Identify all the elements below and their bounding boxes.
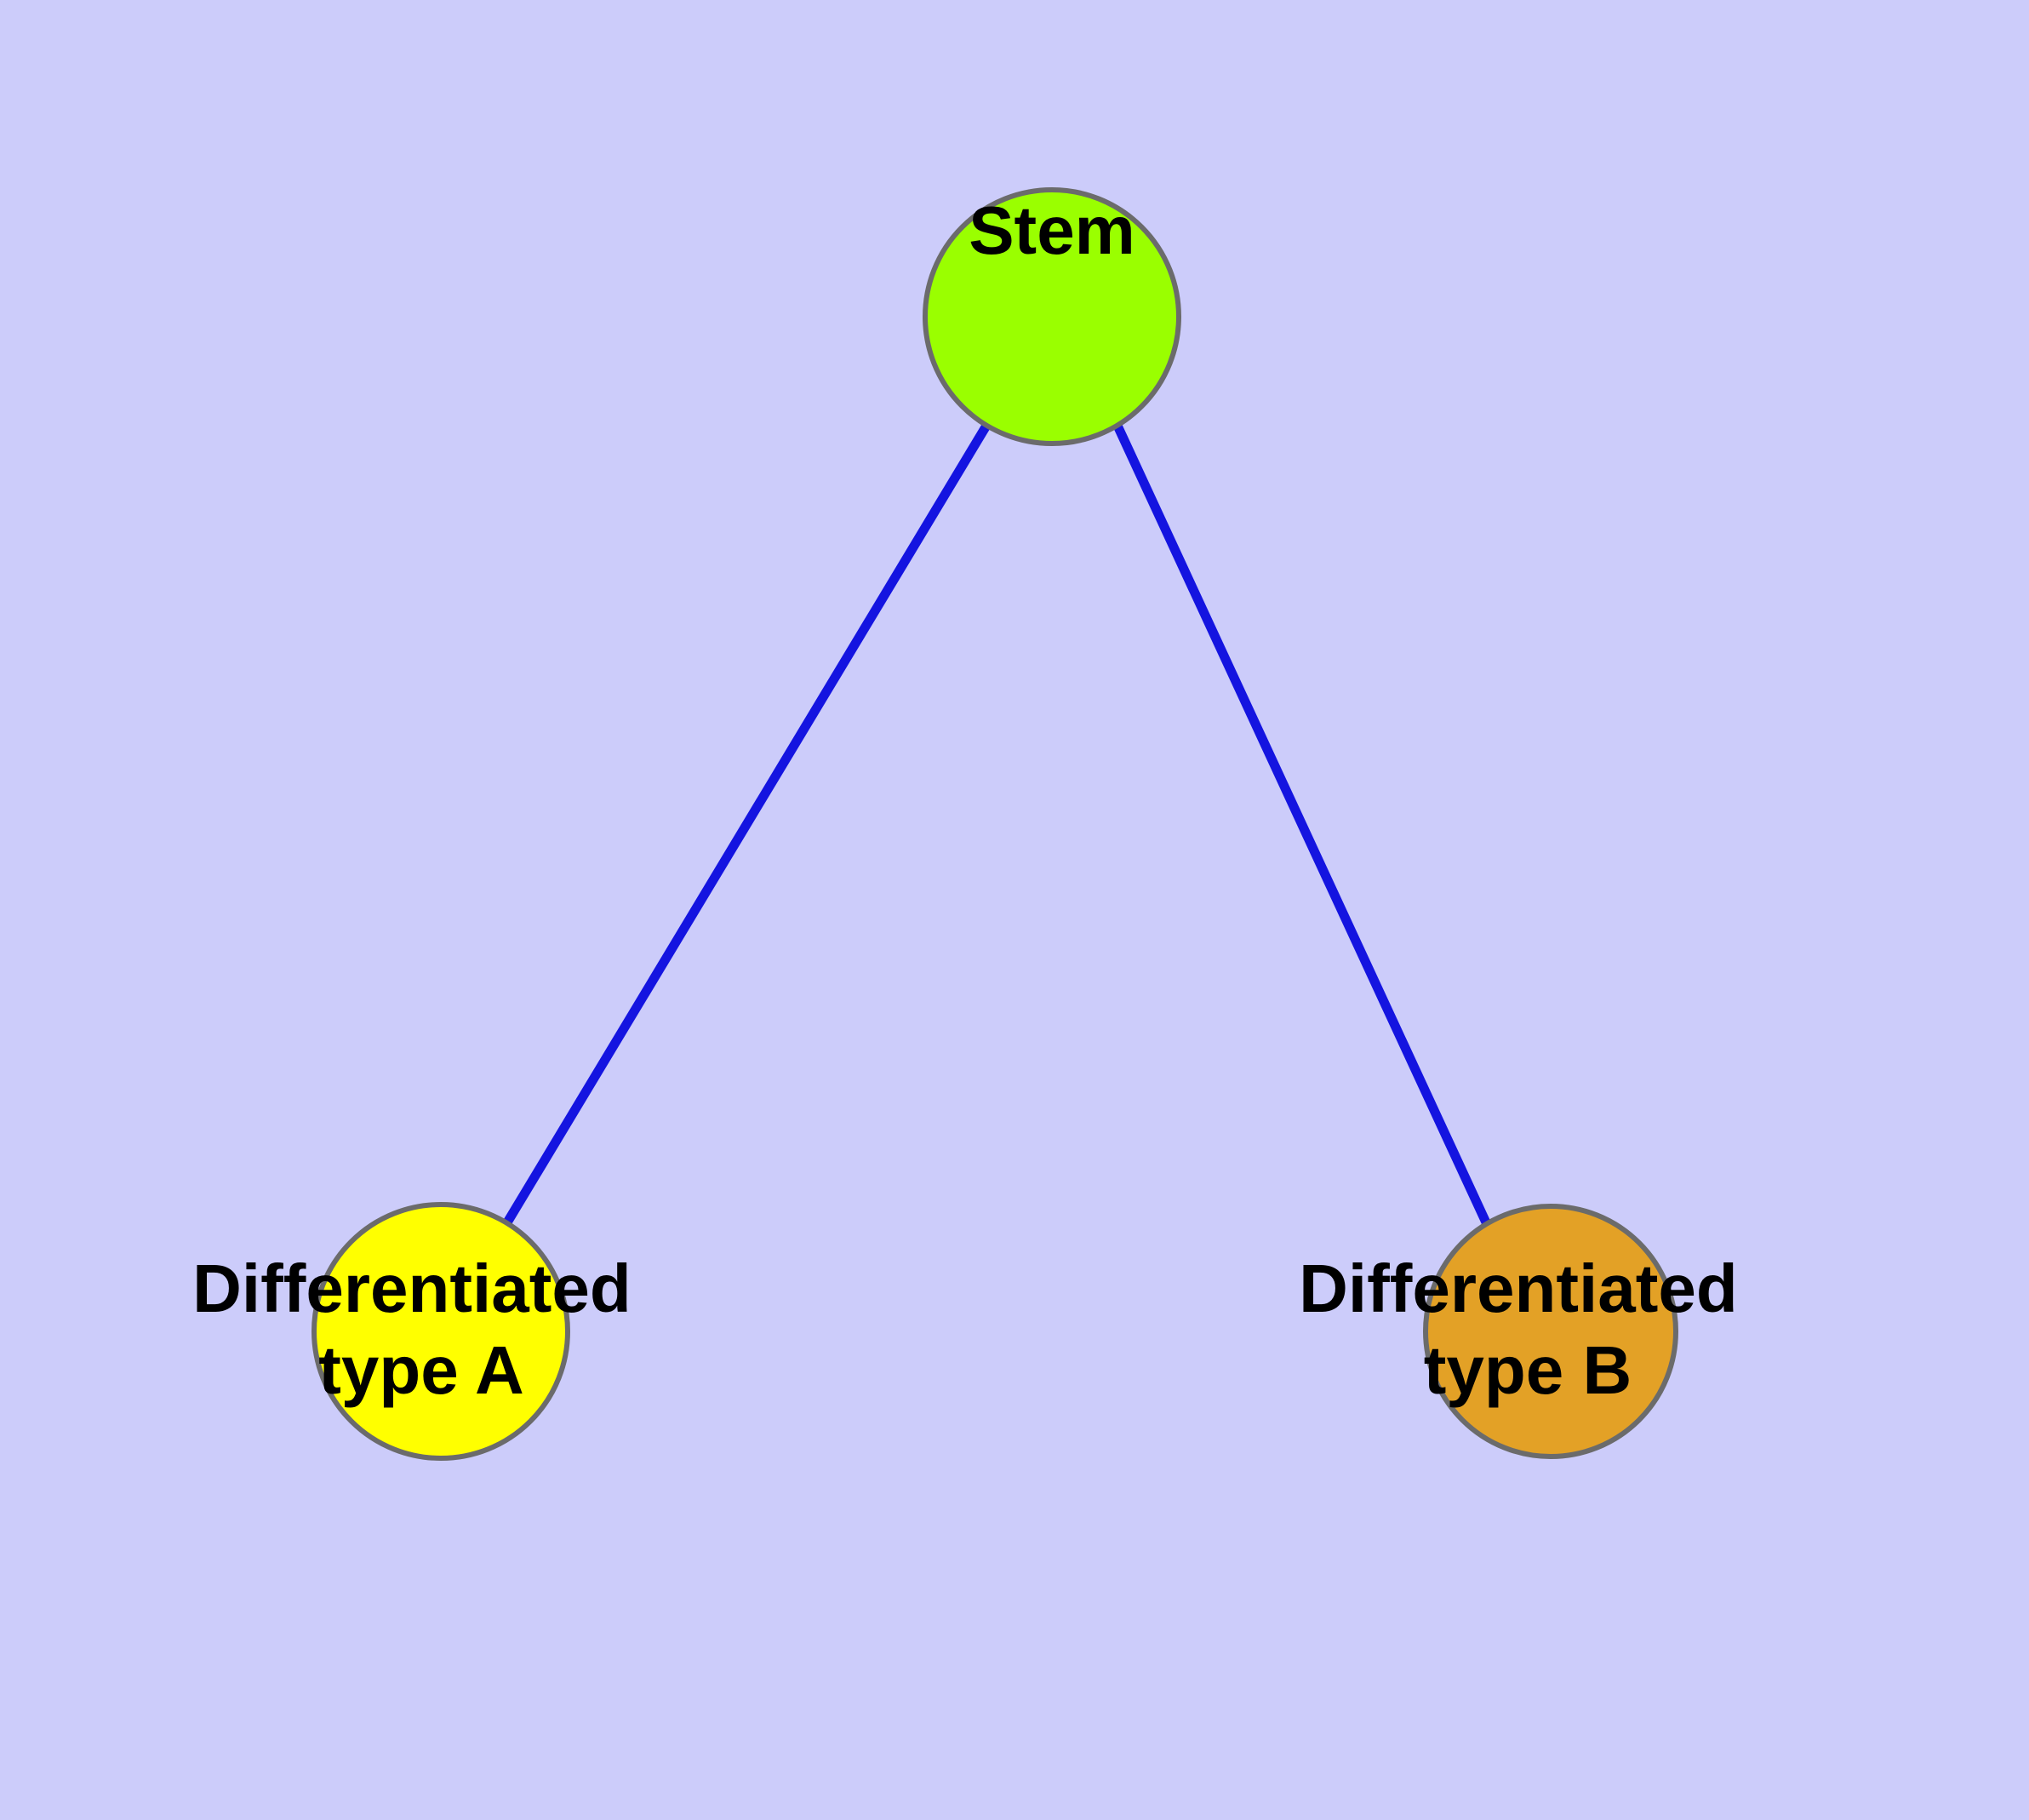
node-diff-b-label-line-1: Differentiated [1299,1251,1738,1326]
node-diff-a-label-line-1: Differentiated [192,1251,632,1326]
labels-group: Stem Differentiated type A Differentiate… [192,192,1757,1408]
node-stem[interactable] [923,187,1181,446]
node-diff-a-circle[interactable] [311,1202,570,1461]
node-stem-circle[interactable] [923,187,1181,446]
node-diff-a[interactable] [311,1202,570,1461]
edge-stem-to-diff-a[interactable] [503,423,991,1225]
node-stem-label-line-1: Stem [969,192,1135,268]
edges-group [503,423,1490,1225]
node-diff-b-label-line-2: type B [1424,1332,1632,1408]
edge-stem-to-diff-b[interactable] [1113,423,1490,1225]
node-stem-label: Stem [969,192,1135,268]
node-diff-a-label-line-2: type A [318,1332,524,1408]
node-diff-b[interactable] [1423,1204,1678,1459]
node-diff-b-label: Differentiated type B [1299,1251,1757,1408]
nodes-group [311,187,1678,1461]
node-diff-a-label: Differentiated type A [192,1251,650,1408]
node-diff-b-circle[interactable] [1423,1204,1678,1459]
